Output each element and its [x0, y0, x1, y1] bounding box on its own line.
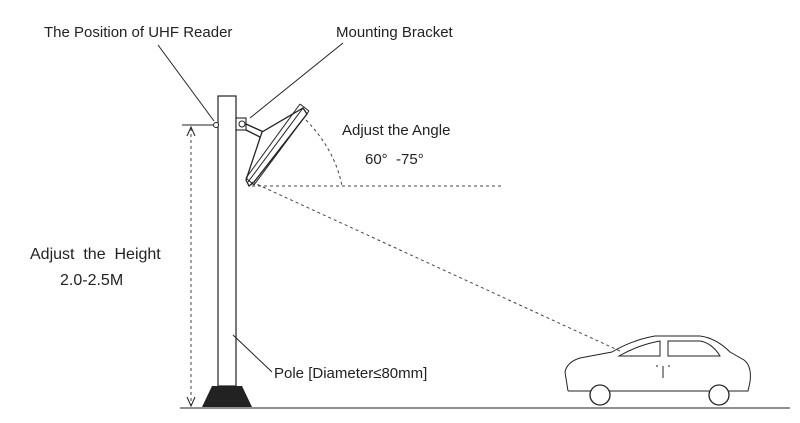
- pole: [217, 95, 237, 387]
- reader-position-leader: [157, 44, 215, 122]
- reader-position-label: The Position of UHF Reader: [44, 24, 232, 41]
- height-range-label: 2.0-2.5M: [60, 272, 123, 289]
- mounting-bracket-label: Mounting Bracket: [336, 24, 454, 41]
- adjust-height-label: Adjust the Height: [30, 246, 161, 263]
- mounting-bracket-leader: [249, 42, 344, 119]
- angle-arc: [305, 119, 343, 187]
- adjust-angle-label: Adjust the Angle: [342, 122, 450, 139]
- beam-line: [251, 181, 623, 353]
- vehicle: [564, 335, 751, 406]
- pole-leader: [232, 334, 273, 373]
- angle-range-label: 60° -75°: [365, 151, 424, 168]
- pole-base: [202, 386, 252, 407]
- uhf-reader-panel: [245, 103, 310, 188]
- pole-label: Pole [Diameter≤80mm]: [274, 365, 427, 382]
- height-dimension: [180, 124, 216, 409]
- reader-position-marker: [213, 122, 219, 128]
